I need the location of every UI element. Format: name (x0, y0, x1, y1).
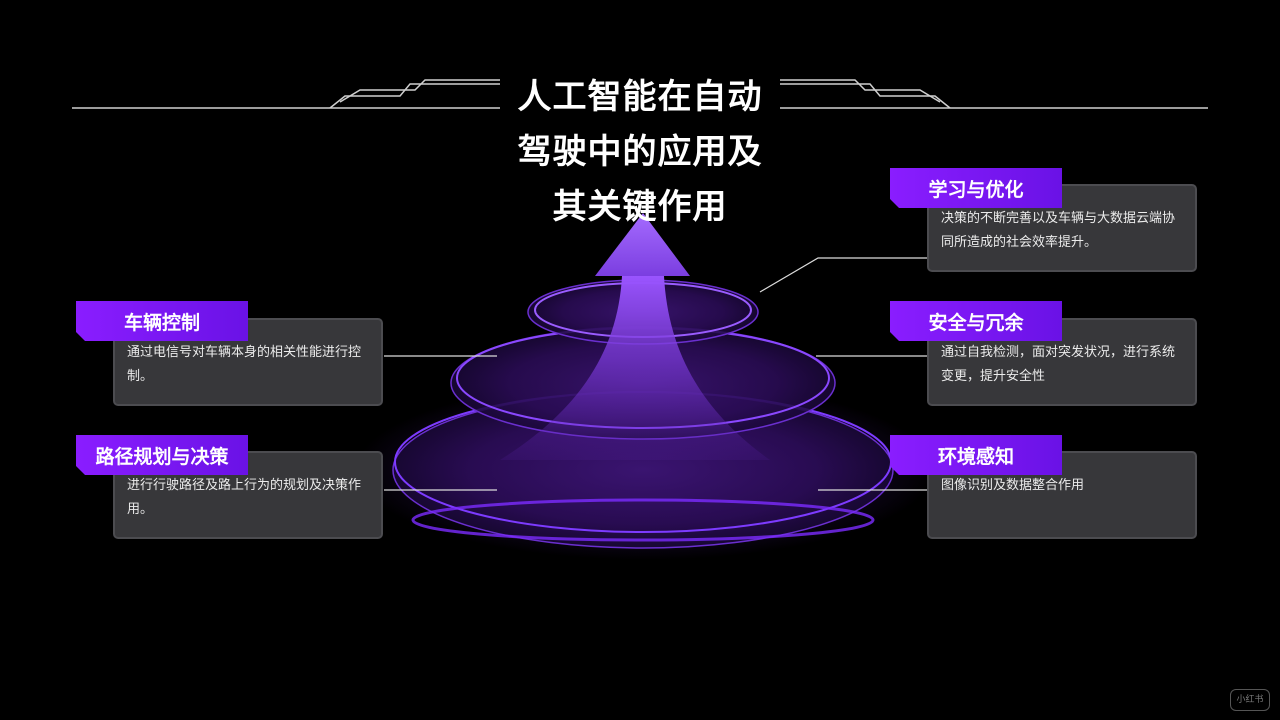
header-right-decoration (780, 79, 1208, 109)
tag-path-planning: 路径规划与决策 (76, 435, 248, 475)
card-safety-text: 通过自我检测，面对突发状况，进行系统变更，提升安全性 (941, 345, 1176, 384)
tag-learning-label: 学习与优化 (928, 178, 1024, 201)
up-arrow-icon (595, 213, 690, 276)
page-title: 人工智能在自动 驾驶中的应用及 其关键作用 (440, 70, 840, 235)
title-line-1: 人工智能在自动 (517, 77, 763, 117)
card-learning-text: 决策的不断完善以及车辆与大数据云端协同所造成的社会效率提升。 (941, 211, 1176, 250)
header-left-decoration (72, 79, 500, 109)
tag-vehicle-control-label: 车辆控制 (123, 311, 200, 334)
card-vehicle-control-text: 通过电信号对车辆本身的相关性能进行控制。 (127, 345, 362, 384)
arrow-beam (500, 276, 770, 460)
title-line-2: 驾驶中的应用及 (517, 132, 763, 172)
tag-learning: 学习与优化 (890, 168, 1062, 208)
tag-environment-label: 环境感知 (937, 445, 1014, 468)
card-environment-text: 图像识别及数据整合作用 (941, 478, 1085, 493)
tag-safety-label: 安全与冗余 (928, 311, 1024, 334)
tag-environment: 环境感知 (890, 435, 1062, 475)
tag-safety: 安全与冗余 (890, 301, 1062, 341)
title-line-3: 其关键作用 (552, 187, 728, 227)
tag-vehicle-control: 车辆控制 (76, 301, 248, 341)
watermark-logo: 小红书 (1230, 689, 1270, 711)
card-path-planning-text: 进行行驶路径及路上行为的规划及决策作用。 (127, 478, 362, 517)
tag-path-planning-label: 路径规划与决策 (95, 445, 229, 468)
connector-learning (759, 257, 928, 293)
